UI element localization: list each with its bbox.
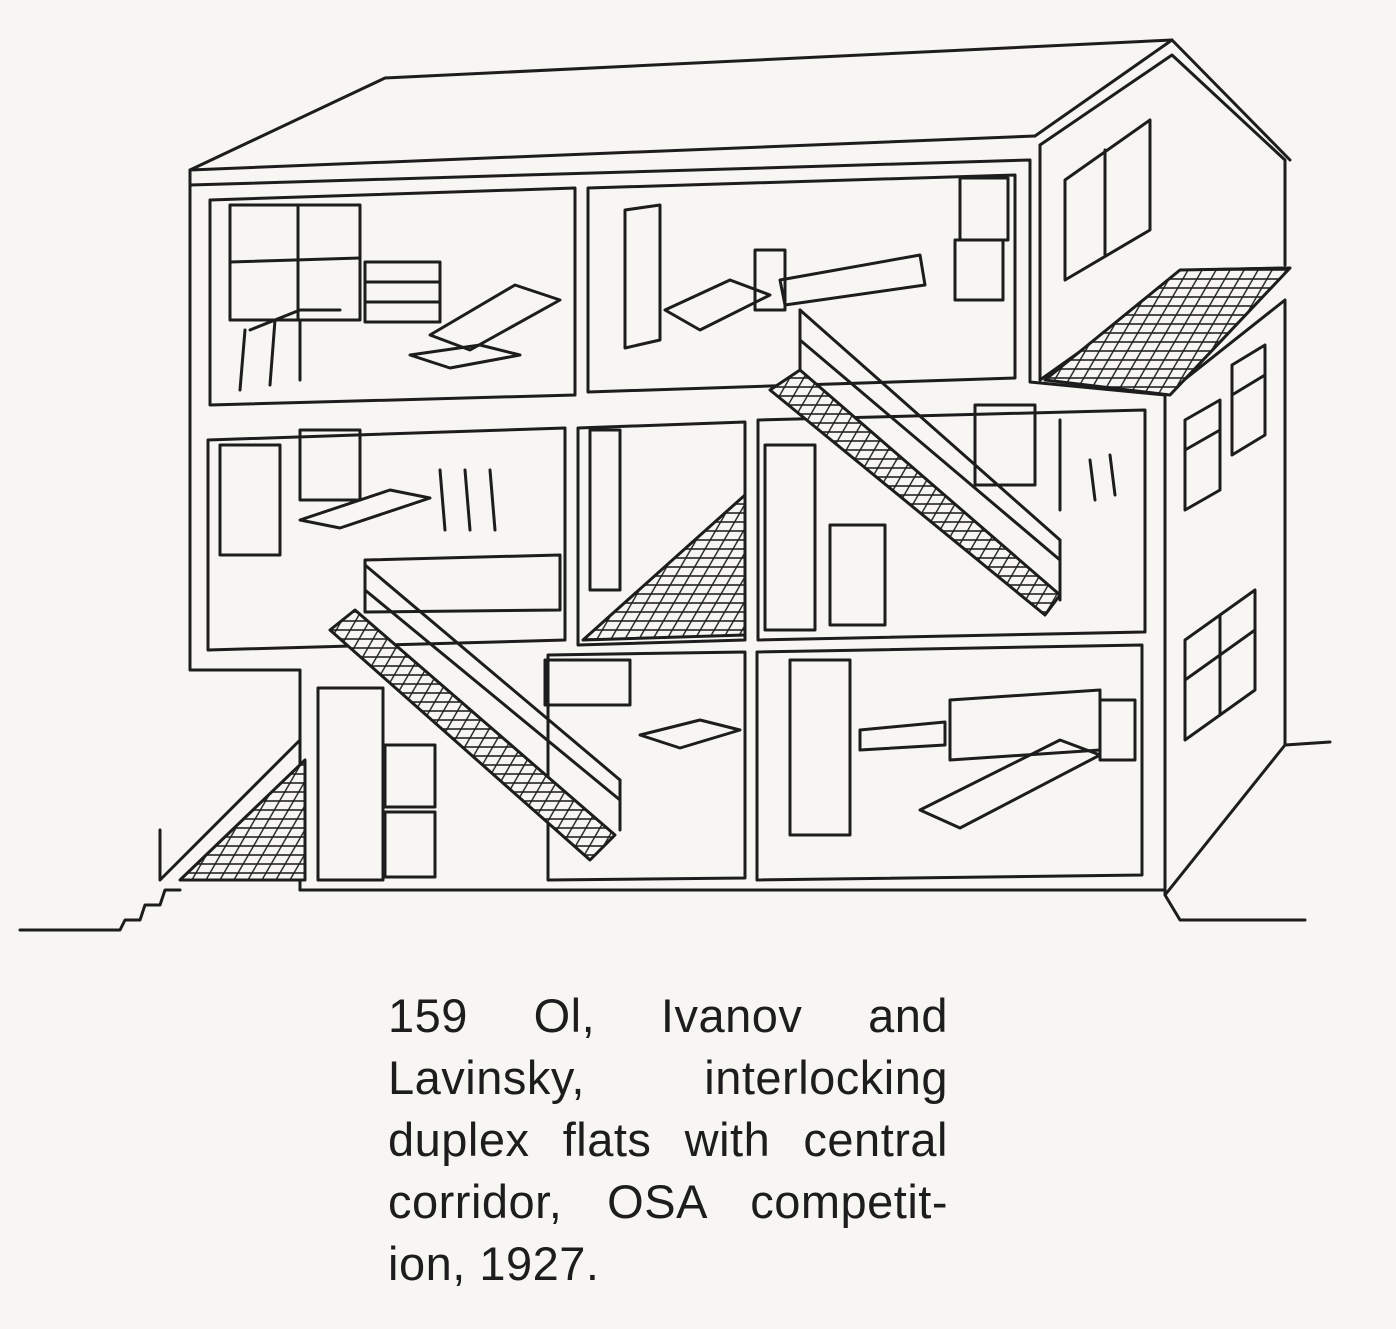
room-bottom-right bbox=[755, 643, 1144, 882]
room-top-middle bbox=[586, 173, 1017, 394]
entrance-hall bbox=[316, 686, 437, 882]
roof bbox=[188, 38, 1292, 187]
entrance-stair bbox=[18, 738, 307, 932]
caption-line-4: corridor, OSA competit- bbox=[388, 1175, 948, 1228]
room-top-left bbox=[208, 186, 577, 407]
caption-line-5: ion, 1927. bbox=[388, 1237, 600, 1290]
room-mid-right bbox=[756, 403, 1147, 642]
balcony-floor bbox=[1043, 266, 1292, 397]
stair-upper bbox=[768, 308, 1062, 617]
caption-line-3: duplex flats with central bbox=[388, 1113, 948, 1166]
room-mid-center bbox=[576, 420, 747, 647]
side-windows bbox=[1063, 118, 1267, 742]
stair-lower bbox=[328, 563, 622, 862]
caption-line-2: Lavinsky, interlocking bbox=[388, 1051, 948, 1104]
building-section-drawing bbox=[18, 38, 1332, 932]
caption-line-1: 159 Ol, Ivanov and bbox=[388, 989, 948, 1042]
room-mid-left bbox=[206, 426, 567, 652]
figure-caption: 159 Ol, Ivanov and Lavinsky, interlockin… bbox=[388, 985, 948, 1295]
